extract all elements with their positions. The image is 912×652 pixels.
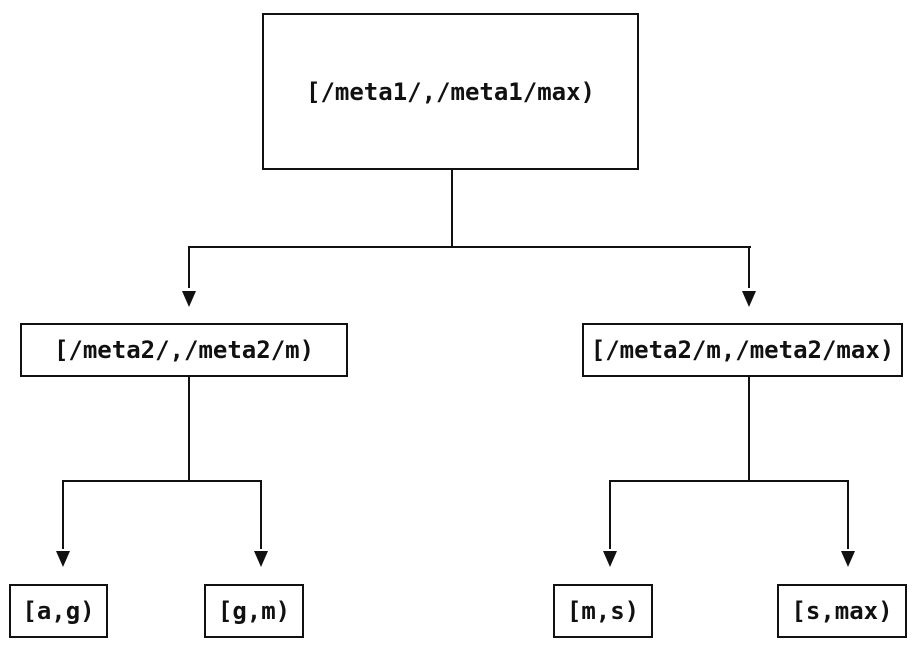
node-leaf-ms: [m,s) xyxy=(553,584,653,638)
node-mid-left-label: [/meta2/,/meta2/m) xyxy=(53,336,315,364)
edge-mid-left-rail xyxy=(62,480,262,482)
edge-mid-left-stem xyxy=(188,376,190,482)
edge-root-stem xyxy=(451,169,453,247)
node-leaf-smax: [s,max) xyxy=(777,584,907,638)
node-mid-right-label: [/meta2/m,/meta2/max) xyxy=(590,336,895,364)
edge-root-to-mid-left-drop xyxy=(188,246,190,288)
edge-mid-right-rail xyxy=(609,480,849,482)
node-mid-right: [/meta2/m,/meta2/max) xyxy=(582,323,903,377)
edge-root-rail xyxy=(188,246,751,248)
node-leaf-ag-label: [a,g) xyxy=(22,597,95,625)
arrow-down-icon xyxy=(603,551,617,567)
node-leaf-gm: [g,m) xyxy=(204,584,304,638)
node-leaf-ms-label: [m,s) xyxy=(566,597,640,625)
edge-root-to-mid-right-drop xyxy=(748,246,750,288)
edge-to-leaf-ms-drop xyxy=(609,480,611,549)
arrow-down-icon xyxy=(254,551,268,567)
node-mid-left: [/meta2/,/meta2/m) xyxy=(20,323,348,377)
node-leaf-ag: [a,g) xyxy=(9,584,108,638)
arrow-down-icon xyxy=(742,291,756,307)
node-leaf-gm-label: [g,m) xyxy=(217,597,291,625)
node-leaf-smax-label: [s,max) xyxy=(791,597,893,625)
node-root: [/meta1/,/meta1/max) xyxy=(262,13,639,170)
arrow-down-icon xyxy=(182,291,196,307)
edge-to-leaf-ag-drop xyxy=(62,480,64,549)
edge-to-leaf-gm-drop xyxy=(260,480,262,549)
node-root-label: [/meta1/,/meta1/max) xyxy=(306,77,595,106)
edge-mid-right-stem xyxy=(748,376,750,482)
edge-to-leaf-smax-drop xyxy=(847,480,849,549)
arrow-down-icon xyxy=(841,551,855,567)
arrow-down-icon xyxy=(56,551,70,567)
